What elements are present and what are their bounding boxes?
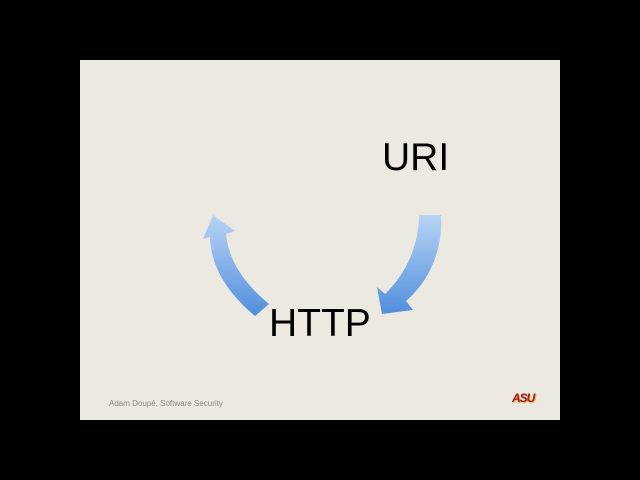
cycle-arrows xyxy=(203,215,442,316)
uri-label: URI xyxy=(382,136,450,179)
slide: URI HTTP Adam Doupé, Software Security A… xyxy=(80,60,560,420)
curved-arrow-uri-to-http-icon xyxy=(377,215,442,314)
http-label: HTTP xyxy=(269,302,371,345)
asu-logo: ASU xyxy=(512,391,535,405)
footer-author: Adam Doupé, Software Security xyxy=(109,399,223,408)
curved-arrow-http-to-loop-icon xyxy=(203,215,269,316)
